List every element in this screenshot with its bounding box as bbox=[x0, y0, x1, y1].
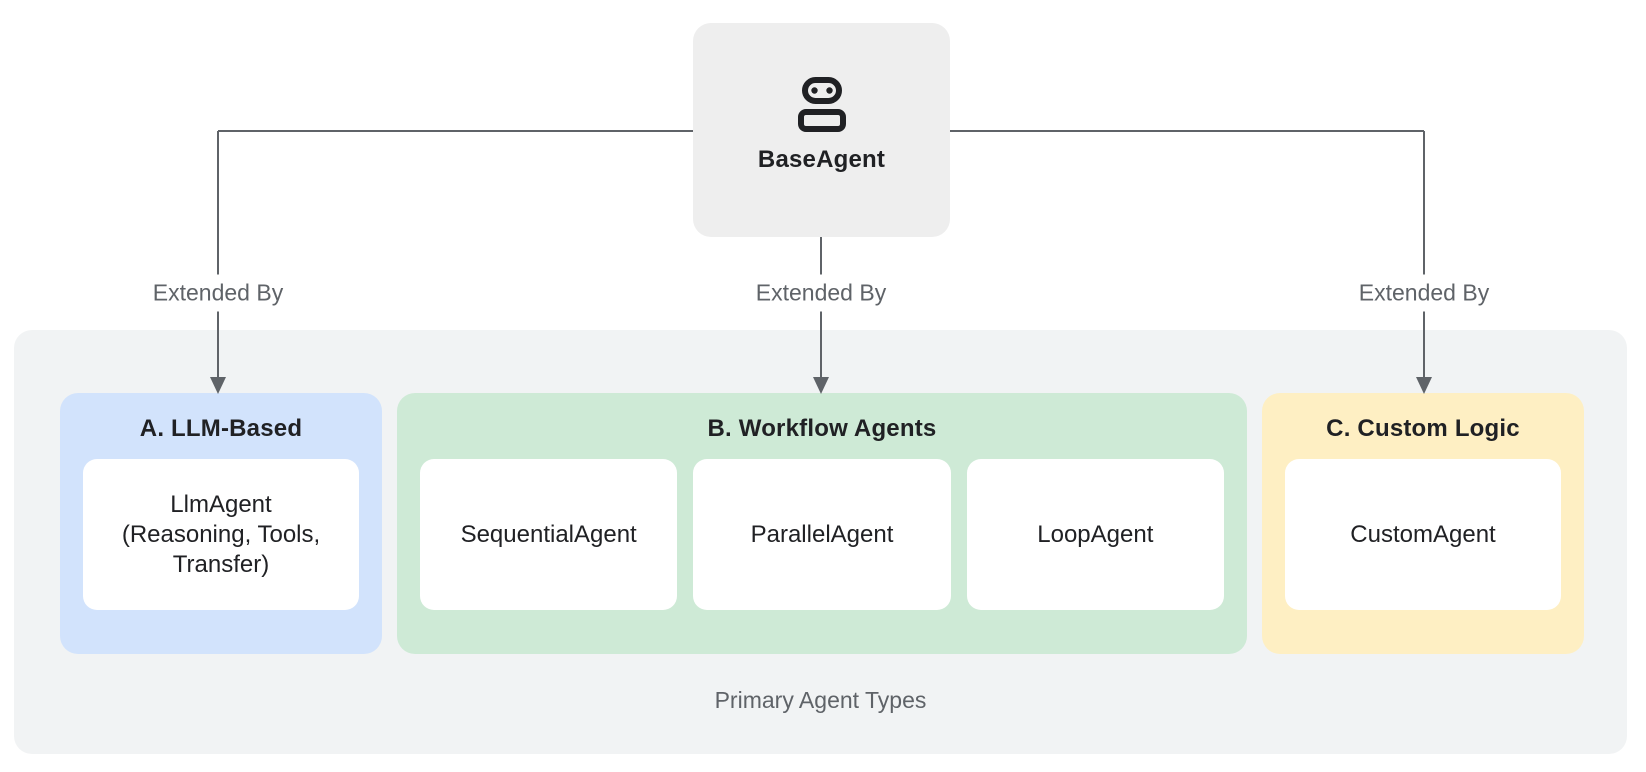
agent-card-parallelagent: ParallelAgent bbox=[693, 459, 951, 610]
group-workflow-agents: B. Workflow Agents SequentialAgent Paral… bbox=[397, 393, 1247, 654]
edge-label-extended-by-center: Extended By bbox=[743, 274, 899, 312]
agent-card-loopagent: LoopAgent bbox=[966, 459, 1224, 610]
group-llm-based: A. LLM-Based LlmAgent (Reasoning, Tools,… bbox=[60, 393, 382, 654]
base-agent-label: BaseAgent bbox=[757, 145, 886, 173]
agent-card-sequentialagent: SequentialAgent bbox=[420, 459, 678, 610]
agent-card-llmagent: LlmAgent (Reasoning, Tools, Transfer) bbox=[83, 459, 359, 610]
edge-label-extended-by-right: Extended By bbox=[1346, 274, 1502, 312]
panel-caption: Primary Agent Types bbox=[714, 687, 927, 713]
group-llm-based-title: A. LLM-Based bbox=[139, 415, 303, 442]
group-custom-logic: C. Custom Logic CustomAgent bbox=[1262, 393, 1584, 654]
group-workflow-agents-cards: SequentialAgent ParallelAgent LoopAgent bbox=[420, 459, 1224, 610]
agent-card-customagent: CustomAgent bbox=[1285, 459, 1561, 610]
group-workflow-agents-title: B. Workflow Agents bbox=[707, 415, 937, 442]
base-agent-node: BaseAgent bbox=[693, 23, 950, 237]
robot-icon bbox=[797, 76, 846, 132]
edge-label-extended-by-left: Extended By bbox=[140, 274, 296, 312]
group-custom-logic-title: C. Custom Logic bbox=[1326, 415, 1520, 442]
group-custom-logic-cards: CustomAgent bbox=[1285, 459, 1561, 610]
group-llm-based-cards: LlmAgent (Reasoning, Tools, Transfer) bbox=[83, 459, 359, 610]
